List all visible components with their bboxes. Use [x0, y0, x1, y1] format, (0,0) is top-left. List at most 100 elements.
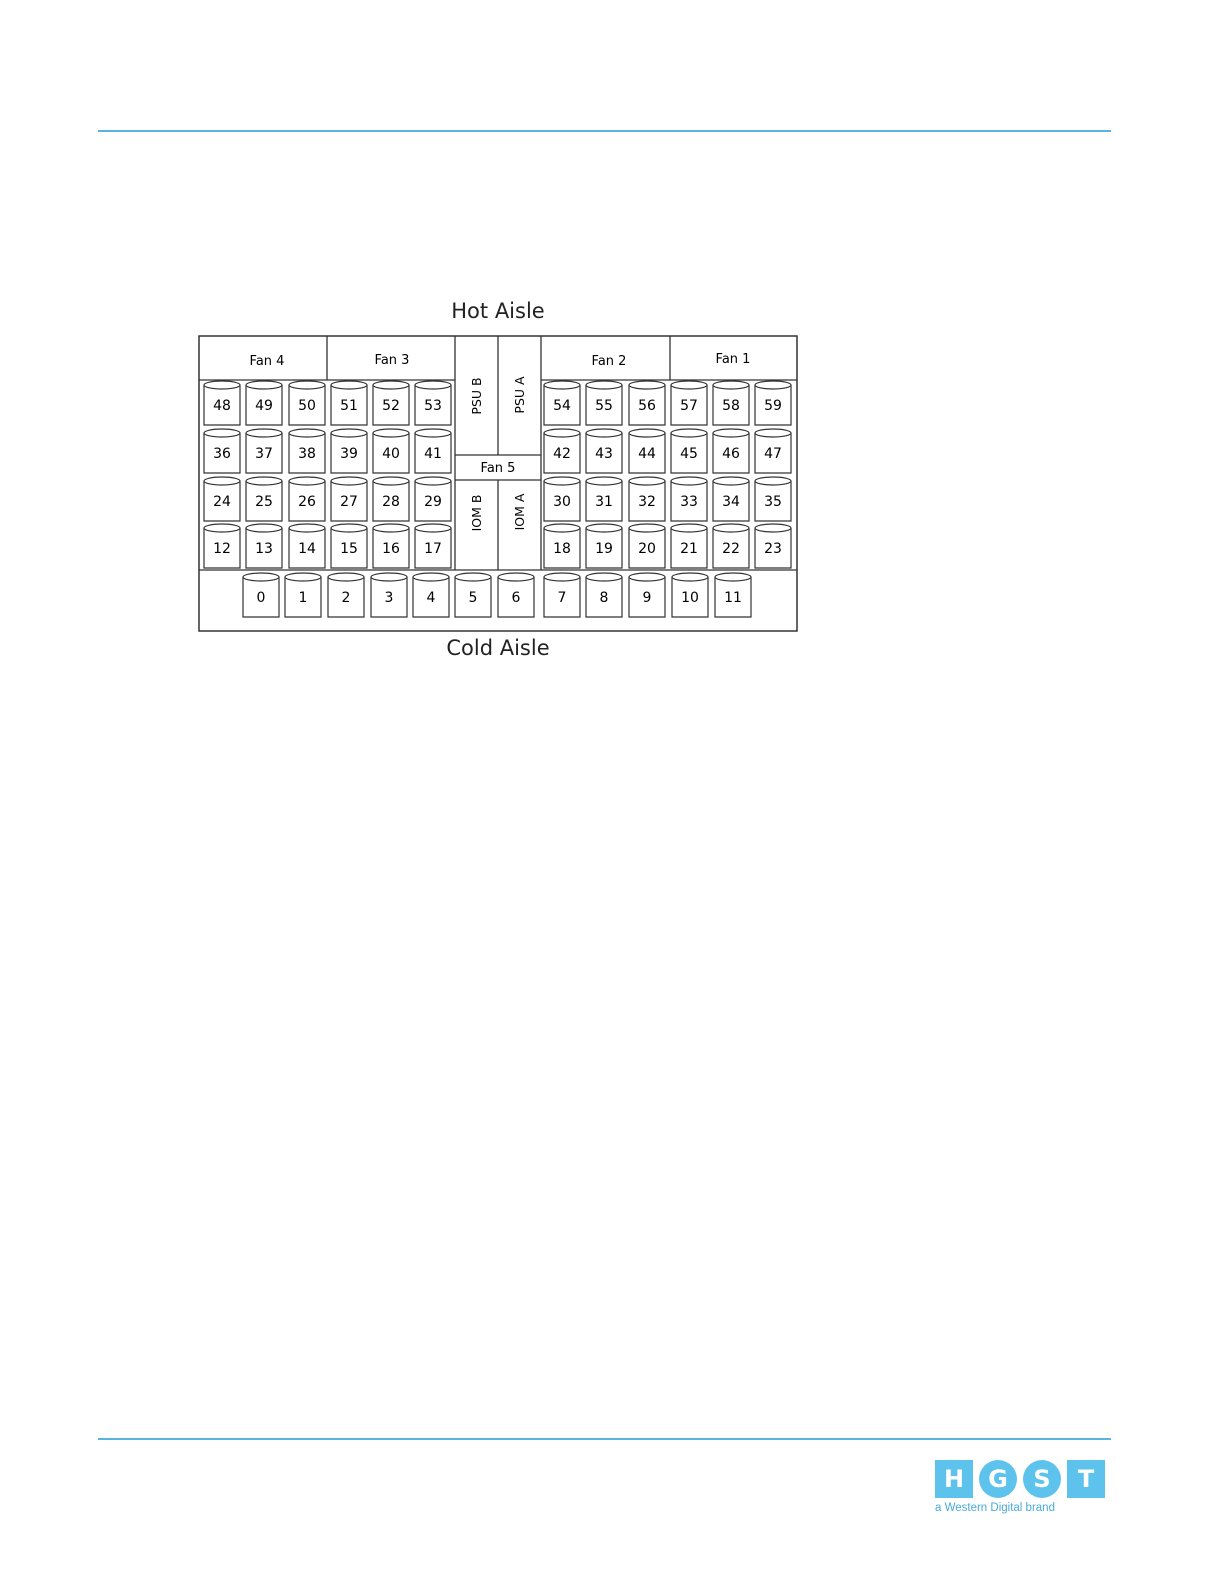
logo-letter-g: G — [979, 1460, 1017, 1498]
drive-slot-1: 1 — [285, 573, 321, 617]
drive-slot-label: 9 — [643, 590, 652, 606]
drive-slot-label: 56 — [638, 398, 656, 414]
drive-slot-label: 6 — [512, 590, 521, 606]
drive-slot-22: 22 — [713, 524, 749, 568]
drive-slot-label: 20 — [638, 541, 656, 557]
drive-slot-49: 49 — [246, 381, 282, 425]
drive-slot-26: 26 — [289, 477, 325, 521]
drive-slot-label: 5 — [469, 590, 478, 606]
drive-slot-label: 21 — [680, 541, 698, 557]
drive-slot-label: 30 — [553, 494, 571, 510]
fan3-label: Fan 3 — [375, 353, 410, 368]
drive-slot-32: 32 — [629, 477, 665, 521]
psu-b-label: PSU B — [469, 377, 484, 414]
drive-slot-46: 46 — [713, 429, 749, 473]
drive-slot-label: 11 — [724, 590, 742, 606]
drive-slot-17: 17 — [415, 524, 451, 568]
footer-rule — [98, 1438, 1111, 1440]
drive-slot-47: 47 — [755, 429, 791, 473]
drive-slot-label: 23 — [764, 541, 782, 557]
cold-aisle-label: Cold Aisle — [199, 636, 797, 660]
drive-slot-label: 16 — [382, 541, 400, 557]
drive-slot-label: 2 — [342, 590, 351, 606]
hgst-logo: H G S T a Western Digital brand — [935, 1460, 1107, 1520]
drive-slot-25: 25 — [246, 477, 282, 521]
drive-slot-12: 12 — [204, 524, 240, 568]
drive-slot-35: 35 — [755, 477, 791, 521]
drive-slot-label: 55 — [595, 398, 613, 414]
logo-letter-s: S — [1023, 1460, 1061, 1498]
drive-slot-label: 15 — [340, 541, 358, 557]
drive-slot-label: 52 — [382, 398, 400, 414]
drive-slot-label: 54 — [553, 398, 571, 414]
drive-slot-0: 0 — [243, 573, 279, 617]
drive-slot-54: 54 — [544, 381, 580, 425]
drive-slot-50: 50 — [289, 381, 325, 425]
drive-slot-label: 4 — [427, 590, 436, 606]
drive-slot-23: 23 — [755, 524, 791, 568]
drive-slot-label: 3 — [385, 590, 394, 606]
drive-slot-39: 39 — [331, 429, 367, 473]
drive-slot-label: 26 — [298, 494, 316, 510]
drive-slot-10: 10 — [672, 573, 708, 617]
drive-slot-label: 59 — [764, 398, 782, 414]
fan1-label: Fan 1 — [716, 352, 751, 367]
drive-slot-label: 49 — [255, 398, 273, 414]
drive-slot-51: 51 — [331, 381, 367, 425]
drive-slot-53: 53 — [415, 381, 451, 425]
drive-slot-16: 16 — [373, 524, 409, 568]
drive-slot-label: 33 — [680, 494, 698, 510]
drive-slot-56: 56 — [629, 381, 665, 425]
drive-slot-4: 4 — [413, 573, 449, 617]
drive-slot-19: 19 — [586, 524, 622, 568]
hot-aisle-label: Hot Aisle — [199, 299, 797, 323]
drive-slot-label: 35 — [764, 494, 782, 510]
fan5-label: Fan 5 — [481, 461, 516, 476]
drive-slot-52: 52 — [373, 381, 409, 425]
drive-slot-label: 17 — [424, 541, 442, 557]
drive-slot-20: 20 — [629, 524, 665, 568]
drive-slot-57: 57 — [671, 381, 707, 425]
drive-slot-label: 44 — [638, 446, 656, 462]
drive-slot-40: 40 — [373, 429, 409, 473]
drive-slot-45: 45 — [671, 429, 707, 473]
drive-slot-27: 27 — [331, 477, 367, 521]
drive-slot-9: 9 — [629, 573, 665, 617]
enclosure-diagram: Fan 4 Fan 3 Fan 2 Fan 1 Fan 5 PSU B PSU … — [197, 334, 799, 634]
drive-slot-label: 42 — [553, 446, 571, 462]
drive-slot-21: 21 — [671, 524, 707, 568]
iom-a-label: IOM A — [512, 493, 527, 530]
drive-slot-44: 44 — [629, 429, 665, 473]
drive-slot-48: 48 — [204, 381, 240, 425]
drive-slot-label: 43 — [595, 446, 613, 462]
drive-slot-6: 6 — [498, 573, 534, 617]
drive-slot-label: 39 — [340, 446, 358, 462]
drive-slot-29: 29 — [415, 477, 451, 521]
drive-slot-label: 45 — [680, 446, 698, 462]
drive-slot-label: 32 — [638, 494, 656, 510]
drive-slot-15: 15 — [331, 524, 367, 568]
drive-slot-55: 55 — [586, 381, 622, 425]
drive-slot-label: 25 — [255, 494, 273, 510]
fan4-label: Fan 4 — [250, 354, 285, 369]
drive-slot-label: 58 — [722, 398, 740, 414]
drive-slot-label: 27 — [340, 494, 358, 510]
drive-slot-label: 36 — [213, 446, 231, 462]
drive-slot-58: 58 — [713, 381, 749, 425]
drive-slot-label: 7 — [558, 590, 567, 606]
logo-letter-t: T — [1067, 1460, 1105, 1498]
drive-slot-33: 33 — [671, 477, 707, 521]
drive-slot-label: 51 — [340, 398, 358, 414]
drive-slot-label: 22 — [722, 541, 740, 557]
drive-slot-label: 29 — [424, 494, 442, 510]
drive-slot-label: 48 — [213, 398, 231, 414]
logo-letter-h: H — [935, 1460, 973, 1498]
drive-slot-30: 30 — [544, 477, 580, 521]
drive-slot-label: 46 — [722, 446, 740, 462]
iom-b-label: IOM B — [469, 495, 484, 532]
drive-slot-label: 50 — [298, 398, 316, 414]
drive-slot-42: 42 — [544, 429, 580, 473]
drive-slot-59: 59 — [755, 381, 791, 425]
drive-slot-label: 10 — [681, 590, 699, 606]
drive-slot-18: 18 — [544, 524, 580, 568]
